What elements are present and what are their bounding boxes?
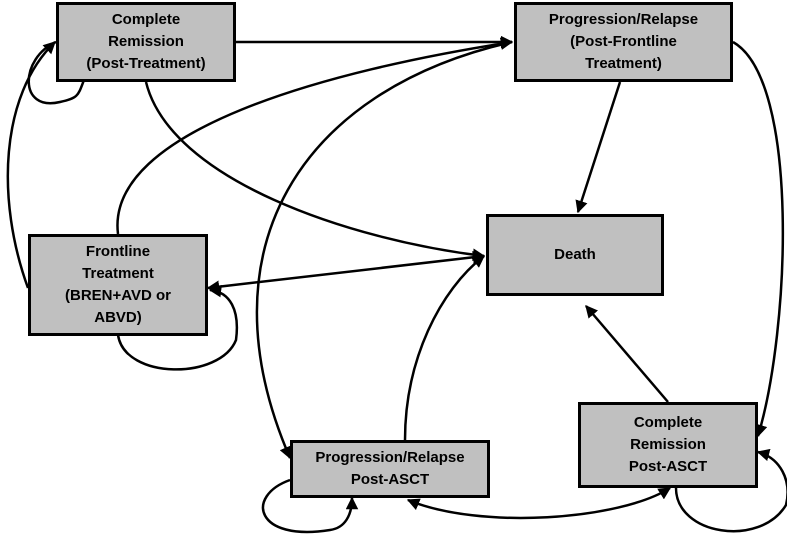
node-progression-relapse-post-asct: Progression/Relapse Post-ASCT: [290, 440, 490, 498]
arrow-cr-asct-progression-asct: [406, 486, 672, 520]
node-label-line: Frontline: [85, 243, 151, 260]
node-label-line: ABVD): [94, 309, 142, 326]
node-death: Death: [486, 214, 664, 296]
arrow-death-frontline: [206, 251, 486, 293]
loop-progression-asct: [261, 478, 359, 534]
node-label-line: Post-ASCT: [350, 471, 430, 488]
arrow-progression-to-death: [575, 81, 622, 214]
node-label-line: Progression/Relapse: [548, 11, 699, 28]
node-complete-remission-post-asct: Complete Remission Post-ASCT: [578, 402, 758, 488]
node-label-line: Post-ASCT: [628, 458, 708, 475]
arrow-progression-asct-to-death: [403, 255, 485, 441]
arrow-progression-to-progression-asct: [255, 40, 513, 460]
node-label-line: (Post-Treatment): [86, 55, 206, 72]
node-label-line: Remission: [108, 33, 184, 50]
node-label-line: Complete: [111, 11, 181, 28]
loop-cr-asct: [674, 448, 787, 533]
arrow-frontline-to-progression: [116, 37, 514, 235]
node-label-line: (BREN+AVD or: [65, 287, 171, 304]
arrow-frontline-to-cr: [6, 41, 56, 289]
arrow-progression-to-cr-asct: [732, 40, 785, 438]
loop-cr-post-treatment: [27, 40, 86, 105]
arrow-cr-to-death: [144, 81, 486, 261]
node-progression-relapse-post-frontline: Progression/Relapse (Post-Frontline Trea…: [514, 2, 733, 82]
node-complete-remission-post-treatment: Complete Remission (Post-Treatment): [56, 2, 236, 82]
loop-frontline: [116, 284, 239, 371]
node-label-line: (Post-Frontline: [570, 33, 677, 50]
arrow-cr-asct-to-death: [585, 305, 669, 403]
node-label-line: Progression/Relapse: [315, 449, 465, 466]
node-label-line: Remission: [630, 436, 706, 453]
node-label-line: Treatment): [585, 55, 662, 72]
node-frontline-treatment: Frontline Treatment (BREN+AVD or ABVD): [28, 234, 208, 336]
node-label-line: Death: [554, 246, 596, 263]
node-label-line: Complete: [633, 414, 703, 431]
node-label-line: Treatment: [82, 265, 154, 282]
